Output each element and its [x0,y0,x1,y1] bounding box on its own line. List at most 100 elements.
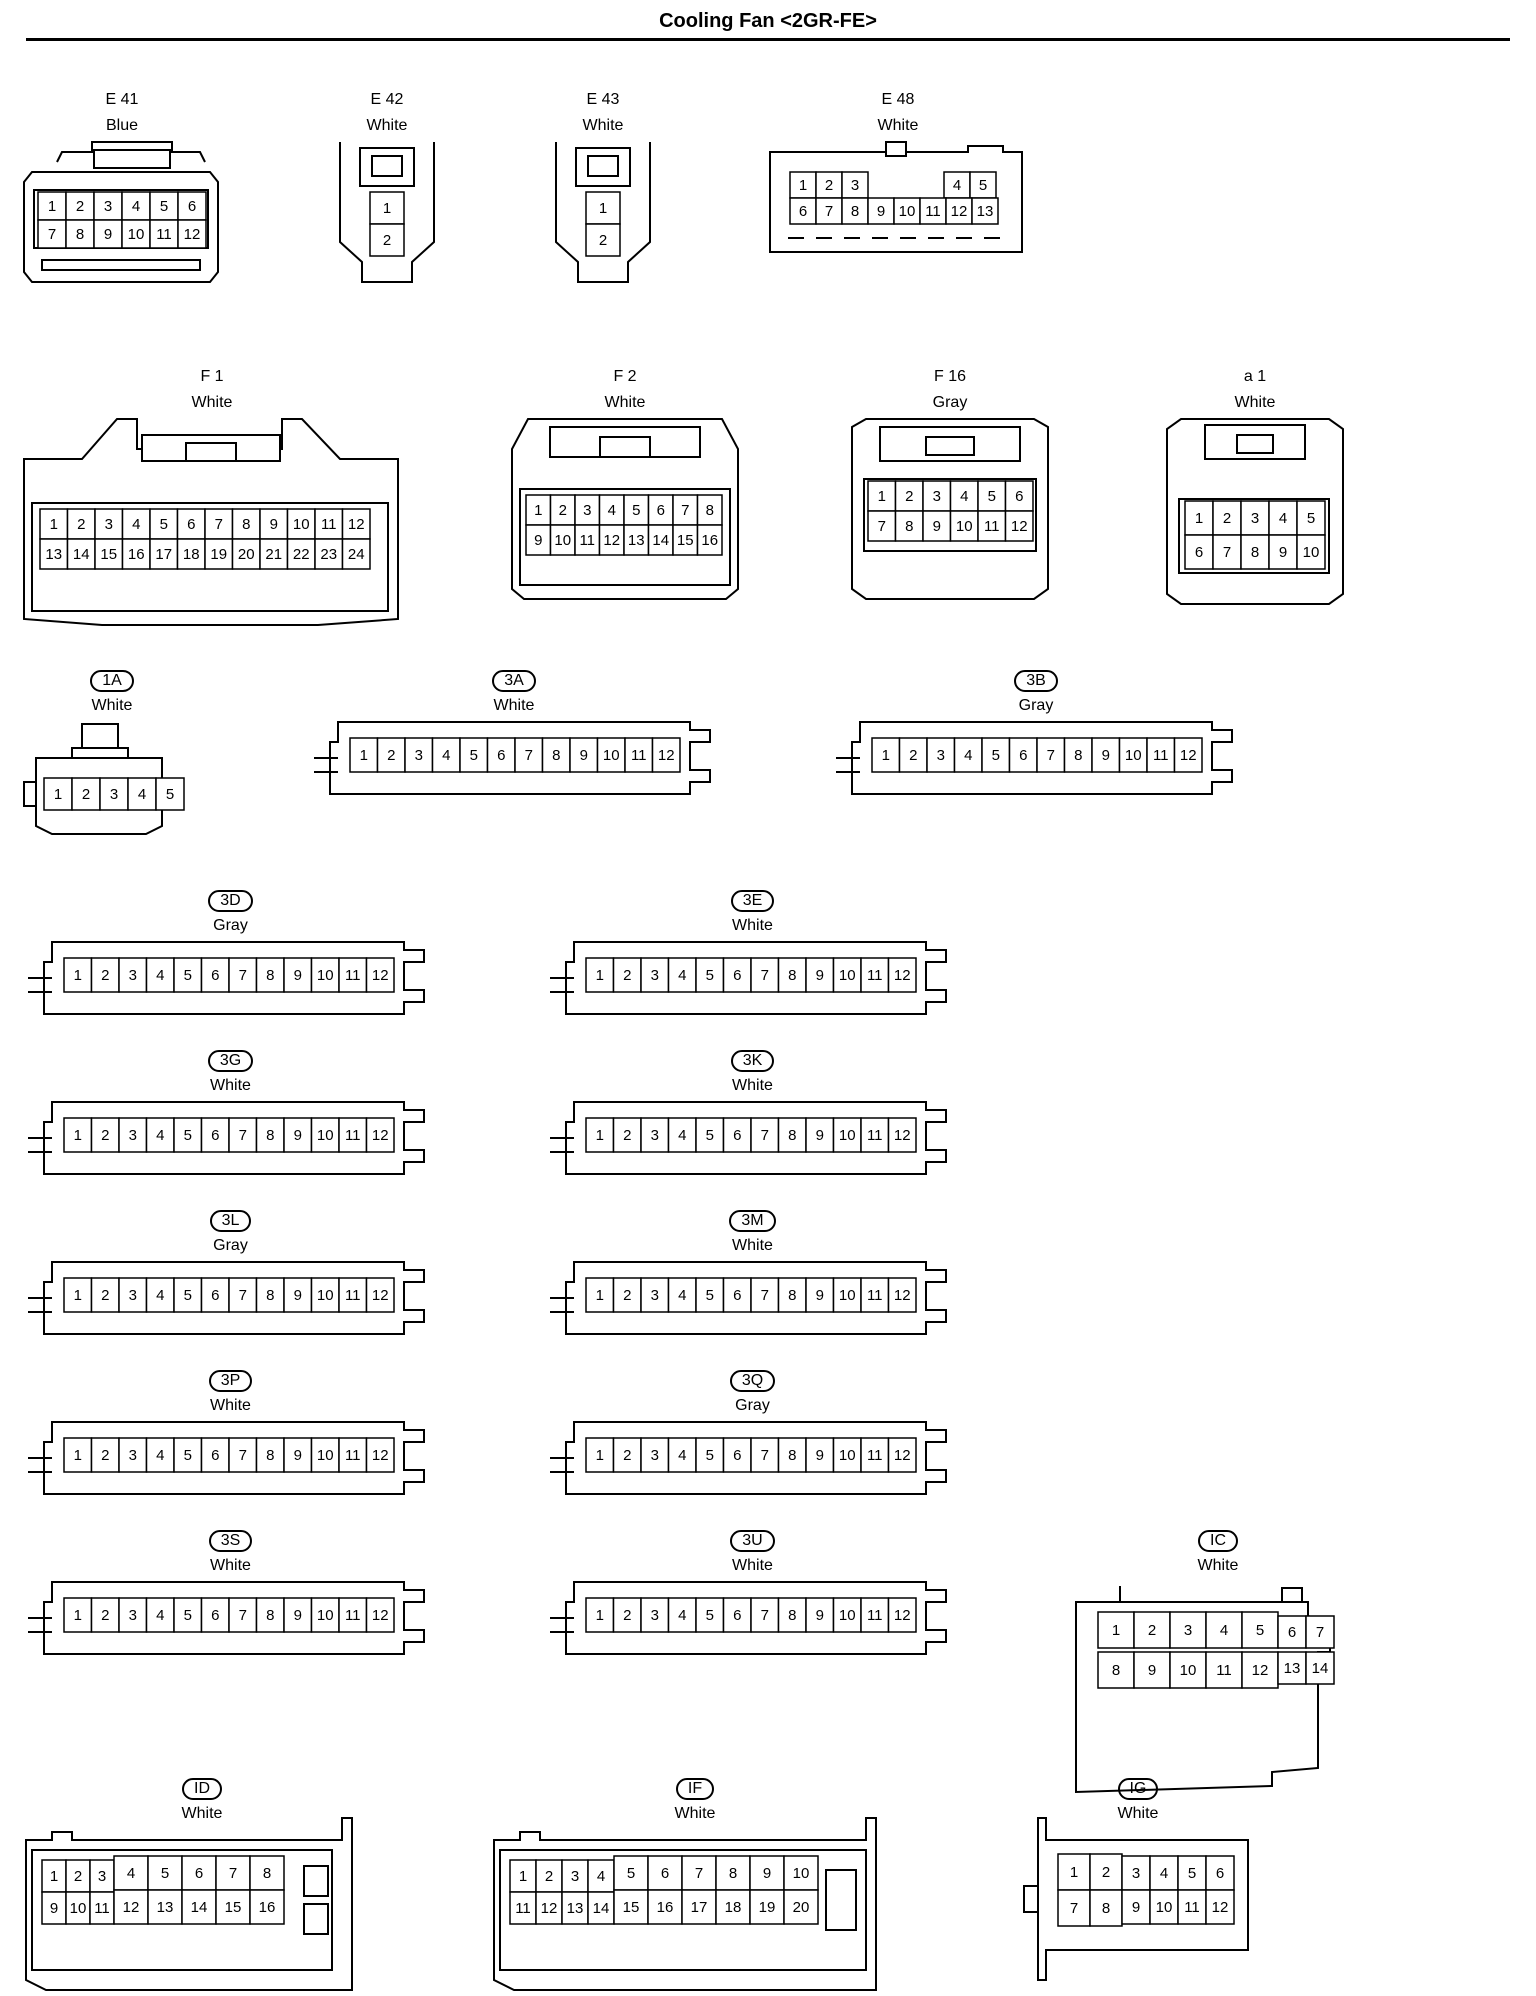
pin-number: 3 [129,1287,137,1304]
latch [81,723,119,749]
pin-number: 3 [415,747,423,764]
pin-number: 2 [74,1868,82,1885]
pin-cell [1169,1611,1207,1649]
pin-cell [255,1117,285,1153]
connector-color: White [582,117,624,134]
pin-number: 8 [1102,1900,1110,1917]
pin-number: 7 [239,1607,247,1624]
connector-code: F 2 [510,367,740,387]
pin-cell [894,480,924,512]
pin-cell [535,1891,563,1925]
pin-cell [365,1277,395,1313]
pin-number: 8 [905,518,913,535]
pin-number: 7 [878,518,886,535]
connector-code-text: E 41 [105,91,139,108]
latch [141,434,281,462]
connector-code: 3P [28,1370,433,1392]
pin-number: 6 [211,967,219,984]
housing-outline [565,941,947,1015]
pin-number: 9 [294,1127,302,1144]
pin-number: 11 [631,747,647,764]
pin-number: 8 [1074,747,1082,764]
connector-color: White [366,117,408,134]
pin-cell [1205,1889,1235,1925]
pin-cell [887,1437,917,1473]
side-tab [23,781,37,807]
pin-number: 9 [816,1607,824,1624]
pin-number: 13 [157,1899,174,1916]
pin-cell [585,1437,615,1473]
connector-code: 3A [314,670,714,692]
pin-cell [777,1277,807,1313]
pin-number: 12 [658,747,675,764]
pin-number: 8 [788,967,796,984]
pin-number: 1 [878,488,886,505]
latch [549,426,701,458]
latch [1281,1587,1303,1603]
connector-code-text: 1A [90,670,134,692]
pin-cavity-frame [499,1849,867,1971]
connector-code: 3L [28,1210,433,1232]
connector-color: Blue [105,117,139,134]
pin-cell [173,1597,203,1633]
pin-number: 1 [54,786,62,803]
pin-number: 14 [593,1900,610,1917]
pin-number: 3 [1132,1865,1140,1882]
pin-number: 2 [825,177,833,194]
pin-number: 1 [799,177,807,194]
connector-code-text: 3G [207,1050,254,1072]
pin-number: 12 [894,1607,911,1624]
pin-number: 2 [909,747,917,764]
pin-number: 8 [1251,544,1259,561]
pin-cell [977,510,1007,542]
pin-number: 4 [156,1607,164,1624]
pin-cell [640,1597,670,1633]
pin-cell [173,1117,203,1153]
pin-number: 12 [184,226,201,243]
pin-cell [1118,737,1148,773]
pin-cell [249,1889,285,1925]
pin-cell [750,1117,780,1153]
pin-cell [509,1891,537,1925]
housing-outline [23,418,399,626]
connector-code-text: IG [1117,1778,1159,1800]
pin-cell [681,1889,717,1925]
pin-number: 3 [129,1447,137,1464]
housing-outline [43,941,425,1015]
pin-number: 11 [867,1447,883,1464]
pin-number: 8 [1112,1662,1120,1679]
pin-cell [89,1891,115,1925]
pin-cell [255,1277,285,1313]
pin-cell [431,737,461,773]
pin-number: 4 [156,967,164,984]
pin-number: 11 [867,967,883,984]
pin-cell [894,510,924,542]
pin-number: 3 [651,1447,659,1464]
pin-cell [338,1117,368,1153]
pin-cell [585,957,615,993]
pin-number: 12 [1212,1899,1229,1916]
pin-number: 9 [294,967,302,984]
pin-number: 11 [515,1900,531,1917]
pin-number: 15 [100,546,117,563]
pin-number: 7 [761,1607,769,1624]
pin-number: 10 [128,226,145,243]
pin-number: 6 [497,747,505,764]
side-slot [825,1869,857,1931]
housing-outline [565,1421,947,1495]
connector-color: White [181,1805,223,1822]
pin-cell [887,1117,917,1153]
pin-number: 10 [839,1287,856,1304]
pin-number: 5 [632,502,640,519]
pin-cell [90,1277,120,1313]
pin-number: 1 [1195,510,1203,527]
pin-number: 6 [211,1447,219,1464]
pin-cell [585,1277,615,1313]
pin-number: 5 [706,1447,714,1464]
